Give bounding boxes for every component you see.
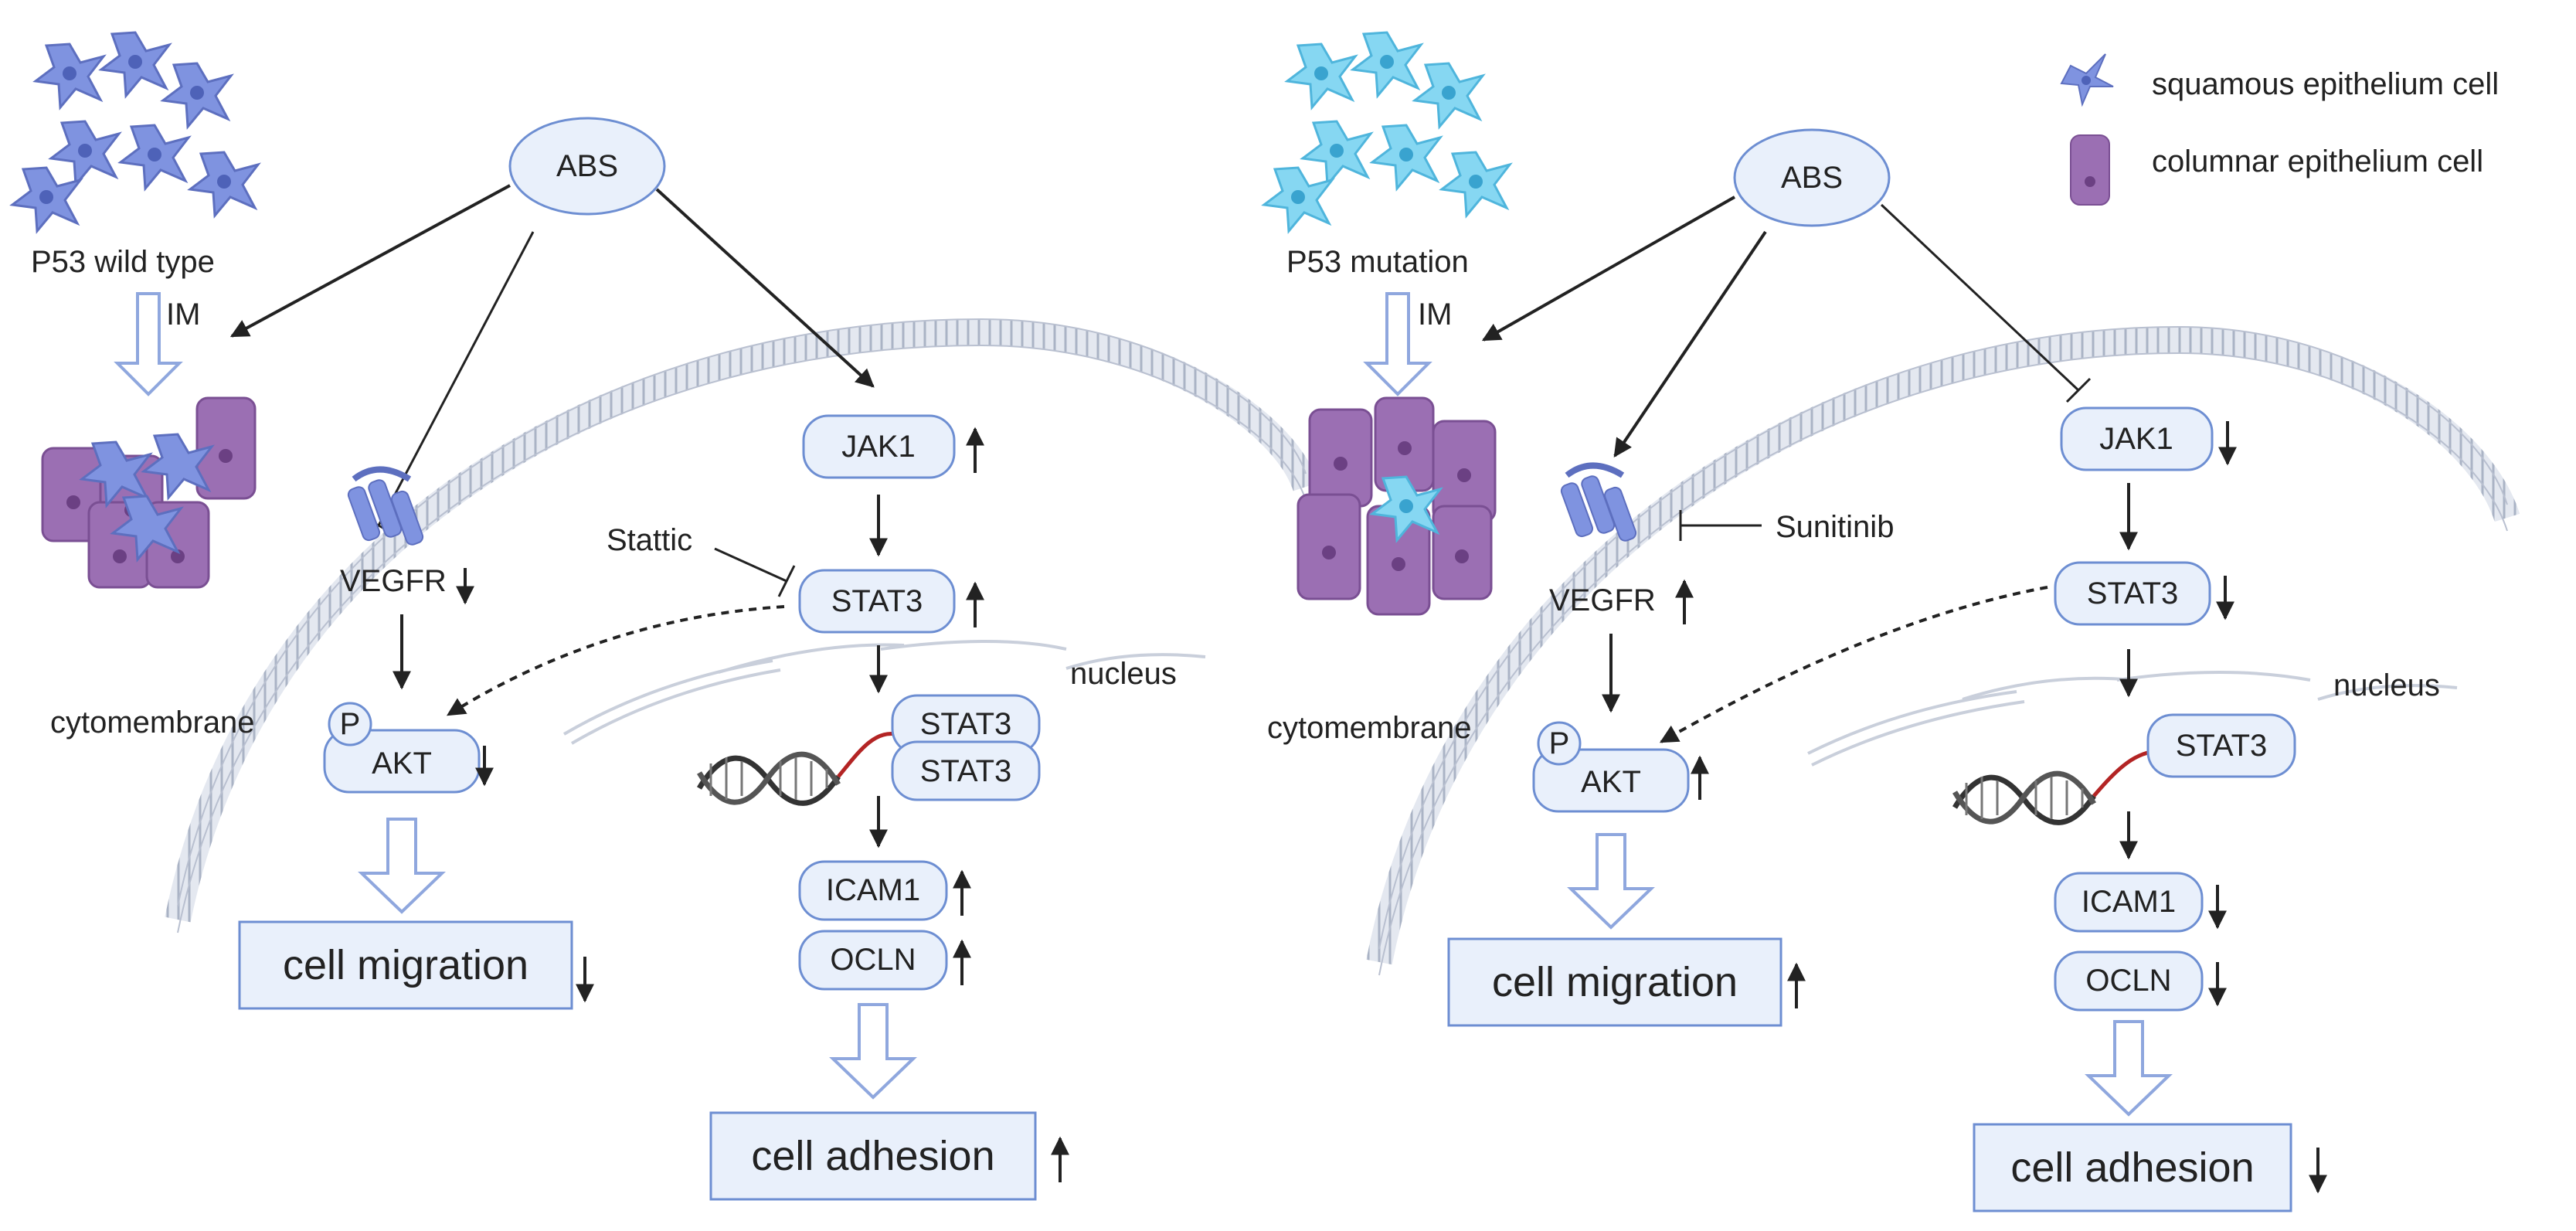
im-hollow-arrow-left: [114, 292, 183, 396]
right-panel: P53 mutation IM ABS: [1263, 31, 2520, 1212]
abs-to-vegfr-arrow-right: [1613, 230, 1767, 457]
cell-migration-box-left: [238, 920, 573, 1010]
columnar-cell-cluster-left: [41, 396, 257, 589]
icam1-node-left: [798, 860, 948, 921]
stat3-label-left: STAT3: [831, 584, 923, 618]
stat3-nuclear-node-right: [2146, 713, 2296, 778]
akt-node-left: [323, 729, 481, 794]
vegfr-receptor-icon-right: [1560, 462, 1637, 542]
vegfr-label-left: VEGFR: [340, 564, 447, 598]
ocln-node-left: [798, 930, 948, 991]
jak1-label-left: JAK1: [841, 430, 916, 464]
jak1-node-left: [802, 414, 956, 479]
phospho-label-left: P: [340, 707, 361, 741]
jak1-label-right: JAK1: [2099, 422, 2173, 456]
stattic-label: Stattic: [607, 523, 692, 557]
left-nucleus-envelope: [562, 640, 1206, 745]
cell-adhesion-box-left: [709, 1111, 1037, 1201]
akt-node-right: [1532, 748, 1690, 813]
phospho-label-right: P: [1549, 726, 1570, 760]
icam1-label-right: ICAM1: [2082, 885, 2176, 919]
ocln-to-adhesion-hollow-arrow-left: [829, 1003, 917, 1100]
legend: squamous epithelium cell columnar epithe…: [2060, 53, 2499, 206]
right-cell-membrane: [1366, 326, 2520, 965]
ocln-label-right: OCLN: [2085, 964, 2171, 998]
akt-to-migration-hollow-arrow-left: [358, 818, 446, 914]
stat3-dimer-b-label: STAT3: [920, 754, 1012, 788]
vegfr-receptor-icon-left: [347, 466, 424, 546]
abs-label-right: ABS: [1781, 161, 1843, 195]
right-nucleus-envelope: [1807, 671, 2458, 767]
stat3-dimer-b-left: [891, 740, 1041, 801]
akt-label-right: AKT: [1581, 765, 1641, 799]
dna-helix-icon-right: [1952, 749, 2164, 825]
stat3-label-right: STAT3: [2087, 576, 2179, 610]
ocln-node-right: [2054, 950, 2204, 1012]
phospho-circle-right: [1537, 721, 1582, 766]
im-label-right: IM: [1418, 298, 1452, 332]
abs-to-im-arrow-right: [1481, 196, 1735, 342]
legend-columnar-label: columnar epithelium cell: [2152, 145, 2483, 179]
ocln-label-left: OCLN: [830, 943, 916, 977]
p53-mutation-label: P53 mutation: [1286, 245, 1469, 279]
stat3-to-akt-dashed-arrow-right: [1659, 586, 2048, 743]
cell-migration-label-right: cell migration: [1492, 959, 1738, 1005]
akt-label-left: AKT: [372, 746, 432, 780]
stat3-to-akt-dashed-arrow-left: [446, 605, 785, 716]
nucleus-label-left: nucleus: [1070, 657, 1177, 691]
vegfr-label-right: VEGFR: [1549, 583, 1656, 617]
left-panel: P53 wild type IM ABS: [11, 31, 1319, 1201]
abs-label-left: ABS: [556, 149, 618, 183]
abs-to-jak1-arrow-left: [655, 188, 875, 388]
stat3-node-left: [798, 569, 956, 634]
icam1-label-left: ICAM1: [826, 873, 920, 907]
legend-squamous-label: squamous epithelium cell: [2152, 67, 2499, 101]
im-hollow-arrow-right: [1363, 292, 1432, 396]
stat3-node-right: [2054, 561, 2211, 626]
cell-adhesion-box-right: [1973, 1123, 2292, 1212]
phospho-circle-left: [328, 702, 372, 746]
icam1-node-right: [2054, 872, 2204, 933]
columnar-cell-icon: [2070, 134, 2110, 206]
abs-node-left: [508, 117, 666, 216]
cytomembrane-label-right: cytomembrane: [1267, 711, 1472, 745]
stat3-dimer-a-label: STAT3: [920, 707, 1012, 741]
stattic-inhibits-stat3: [714, 547, 787, 583]
p53-wild-type-label: P53 wild type: [31, 245, 215, 279]
abs-node-right: [1733, 128, 1891, 227]
nucleus-label-right: nucleus: [2333, 668, 2440, 702]
abs-inhibits-jak1-right: [1880, 203, 2080, 392]
dna-helix-icon-left: [696, 731, 897, 806]
left-cell-membrane: [165, 318, 1319, 923]
cytomembrane-label-left: cytomembrane: [50, 706, 255, 740]
stat3-nuclear-label-right: STAT3: [2176, 729, 2268, 763]
cell-migration-label-left: cell migration: [283, 942, 528, 988]
im-label-left: IM: [166, 298, 200, 332]
cell-adhesion-label-right: cell adhesion: [2010, 1144, 2254, 1191]
jak1-node-right: [2060, 406, 2214, 471]
ocln-to-adhesion-hollow-arrow-right: [2085, 1020, 2173, 1117]
cell-adhesion-label-left: cell adhesion: [751, 1133, 994, 1179]
akt-to-migration-hollow-arrow-right: [1567, 833, 1655, 930]
abs-to-im-arrow-left: [229, 184, 511, 338]
sunitinib-label: Sunitinib: [1776, 510, 1894, 544]
cell-migration-box-right: [1447, 937, 1782, 1027]
